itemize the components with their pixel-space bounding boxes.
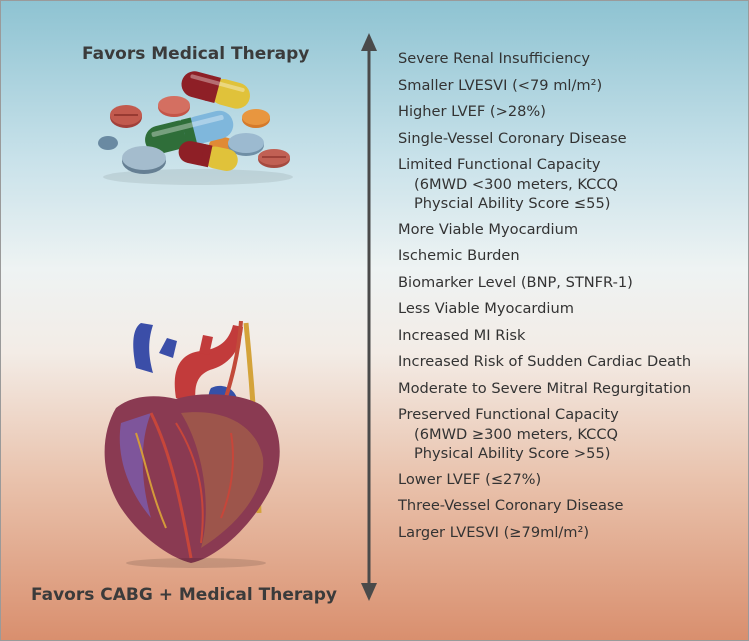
factor-item: Higher LVEF (>28%): [398, 102, 743, 122]
factor-item: Less Viable Myocardium: [398, 299, 743, 319]
factor-item: Lower LVEF (≤27%): [398, 470, 743, 490]
factor-item: Ischemic Burden: [398, 246, 743, 266]
favors-medical-therapy-label: Favors Medical Therapy: [82, 44, 310, 64]
factor-detail: (6MWD ≥300 meters, KCCQ: [414, 426, 619, 443]
factor-label: Moderate to Severe Mitral Regurgitation: [398, 379, 692, 397]
factor-item: More Viable Myocardium: [398, 220, 743, 240]
factor-item: Limited Functional Capacity (6MWD <300 me…: [398, 155, 743, 213]
factor-label: Ischemic Burden: [398, 247, 520, 264]
factor-item: Moderate to Severe Mitral Regurgitation: [398, 379, 743, 399]
factor-label: Smaller LVESVI (<79 ml/m²): [398, 76, 603, 94]
factor-label: Biomarker Level (BNP, STNFR-1): [398, 273, 633, 291]
factor-label: Three-Vessel Coronary Disease: [398, 497, 624, 514]
factor-label: Limited Functional Capacity: [398, 156, 601, 173]
factor-label: Lower LVEF (≤27%): [398, 470, 542, 488]
factor-item: Larger LVESVI (≥79ml/m²): [398, 523, 743, 543]
factor-label: Severe Renal Insufficiency: [398, 50, 590, 67]
factor-item: Three-Vessel Coronary Disease: [398, 496, 743, 516]
double-arrow-icon: [361, 33, 377, 601]
factor-item: Severe Renal Insufficiency: [398, 49, 743, 69]
factor-item: Smaller LVESVI (<79 ml/m²): [398, 76, 743, 96]
factor-label: Single-Vessel Coronary Disease: [398, 129, 627, 147]
factor-label: More Viable Myocardium: [398, 220, 579, 238]
heart-illustration: [104, 320, 280, 568]
factor-item: Increased MI Risk: [398, 326, 743, 346]
pills-illustration: [98, 71, 293, 185]
factor-label: Increased MI Risk: [398, 326, 526, 344]
factor-item: Biomarker Level (BNP, STNFR-1): [398, 273, 743, 293]
factor-detail: Physical Ability Score >55): [414, 445, 611, 462]
factor-label: Larger LVESVI (≥79ml/m²): [398, 523, 590, 541]
factor-item: Increased Risk of Sudden Cardiac Death: [398, 352, 743, 372]
factor-label: Increased Risk of Sudden Cardiac Death: [398, 353, 692, 370]
factor-detail: (6MWD <300 meters, KCCQ: [414, 176, 619, 193]
factor-label: Higher LVEF (>28%): [398, 103, 546, 120]
factor-label: Less Viable Myocardium: [398, 300, 574, 317]
factor-item: Single-Vessel Coronary Disease: [398, 129, 743, 149]
factor-detail: Physcial Ability Score ≤55): [414, 195, 611, 212]
favors-cabg-label: Favors CABG + Medical Therapy: [31, 585, 337, 605]
factor-label: Preserved Functional Capacity: [398, 406, 619, 423]
factor-item: Preserved Functional Capacity (6MWD ≥300 …: [398, 405, 743, 463]
